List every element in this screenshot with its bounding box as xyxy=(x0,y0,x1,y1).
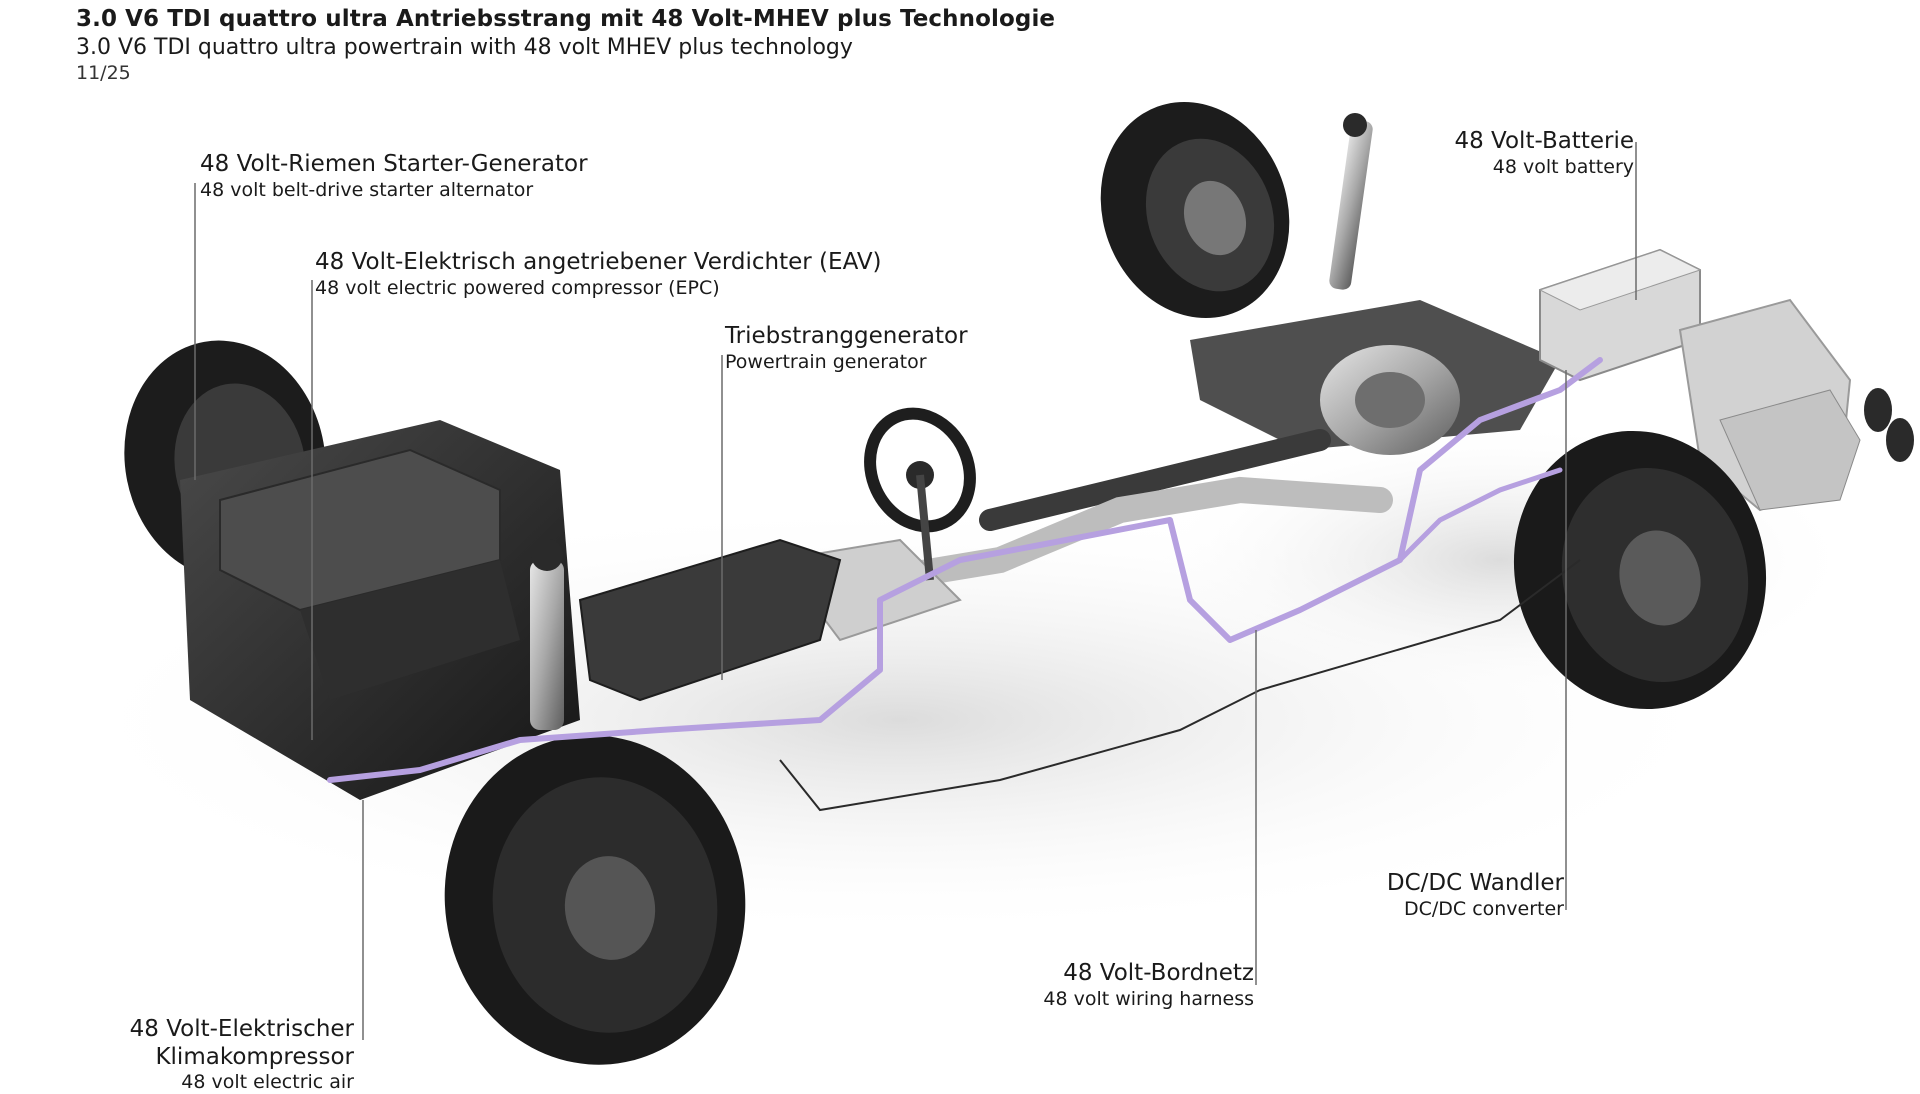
label-dcdc-converter: DC/DC Wandler DC/DC converter xyxy=(1386,870,1564,920)
page-number: 11/25 xyxy=(76,62,131,84)
label-electric-ac-compressor: 48 Volt-Elektrischer Klimakompressor 48 … xyxy=(129,1016,354,1094)
label-48v-battery: 48 Volt-Batterie 48 volt battery xyxy=(1454,128,1634,178)
front-strut xyxy=(530,539,564,730)
rear-muffler xyxy=(1678,298,1861,512)
propeller-shaft xyxy=(979,429,1331,531)
page-title: 3.0 V6 TDI quattro ultra Antriebsstrang … xyxy=(76,6,1056,32)
transmission xyxy=(578,538,842,702)
rear-right-wheel xyxy=(1513,430,1767,710)
48v-wiring-harness-branch xyxy=(1397,467,1563,563)
page-subtitle: 3.0 V6 TDI quattro ultra powertrain with… xyxy=(76,35,853,60)
rear-shock-absorber xyxy=(1329,113,1373,290)
v6-tdi-engine xyxy=(180,420,580,800)
leader-lines xyxy=(194,142,1637,1040)
steering-wheel xyxy=(864,407,976,581)
header: 3.0 V6 TDI quattro ultra Antriebsstrang … xyxy=(76,6,1055,84)
12v-wiring-line xyxy=(779,559,1581,812)
label-belt-starter-generator: 48 Volt-Riemen Starter-Generator 48 volt… xyxy=(200,151,588,201)
label-powertrain-generator: Triebstranggenerator Powertrain generato… xyxy=(725,323,968,373)
exhaust-tips xyxy=(1864,388,1914,462)
battery-pack xyxy=(1538,248,1702,382)
label-48v-wiring-harness: 48 Volt-Bordnetz 48 volt wiring harness xyxy=(1043,960,1254,1010)
rear-differential xyxy=(1320,345,1460,455)
48v-wiring-harness xyxy=(327,357,1603,783)
label-electric-compressor: 48 Volt-Elektrisch angetriebener Verdich… xyxy=(315,249,882,299)
front-right-wheel xyxy=(444,735,746,1065)
rear-left-wheel xyxy=(1100,101,1290,319)
